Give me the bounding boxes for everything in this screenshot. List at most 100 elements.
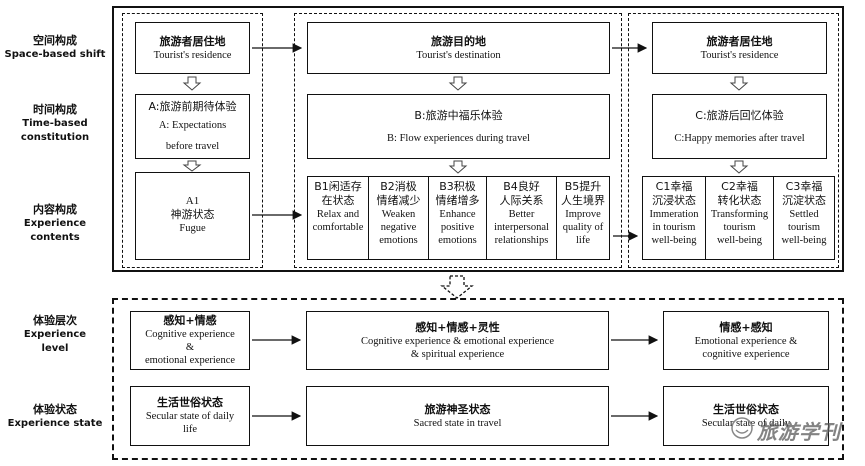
- down-arrow-icon: [448, 160, 468, 174]
- c3-en2: tourism: [787, 222, 821, 233]
- state-a-zh: 生活世俗状态: [157, 396, 223, 409]
- level-a-en2: &: [185, 342, 195, 353]
- phase-b-time-en: B: Flow experiences during travel: [387, 132, 530, 144]
- phase-b-time-zh: B:旅游中福乐体验: [414, 108, 503, 122]
- phase-b-time-box: B:旅游中福乐体验 B: Flow experiences during tra…: [307, 94, 610, 159]
- b5-zh2: 人生境界: [561, 194, 605, 207]
- row-label-level-en: Experience level: [23, 329, 87, 354]
- phase-b-space-box: 旅游目的地 Tourist's destination: [307, 22, 610, 74]
- state-box-a: 生活世俗状态 Secular state of daily life: [130, 386, 250, 446]
- phase-c-time-box: C:旅游后回忆体验 C:Happy memories after travel: [652, 94, 827, 159]
- row-label-state-zh: 体验状态: [33, 403, 77, 416]
- row-label-space-zh: 空间构成: [33, 34, 77, 47]
- level-box-b: 感知+情感+灵性 Cognitive experience & emotiona…: [306, 311, 609, 370]
- b2-en2: negative: [380, 222, 417, 233]
- level-a-en3: emotional experience: [144, 355, 236, 366]
- c1-zh2: 沉浸状态: [652, 194, 696, 207]
- b3-en3: emotions: [438, 235, 477, 246]
- c1-zh1: C1幸福: [655, 180, 693, 193]
- phase-b-content-cell: B4良好 人际关系 Better interpersonal relations…: [487, 177, 557, 259]
- c3-en1: Settled: [789, 209, 819, 220]
- row-label-state-en: Experience state: [7, 418, 103, 429]
- phase-a-time-en2: before travel: [165, 141, 220, 152]
- b4-en3: relationships: [494, 235, 549, 246]
- phase-a-content-box: A1 神游状态 Fugue: [135, 172, 250, 260]
- c2-en2: tourism: [723, 222, 756, 233]
- down-arrow-icon: [182, 160, 202, 172]
- phase-a-space-zh: 旅游者居住地: [159, 34, 226, 48]
- level-c-zh: 情感+感知: [719, 320, 773, 334]
- phase-a-time-box: A:旅游前期待体验 A: Expectations before travel: [135, 94, 250, 159]
- state-c-zh: 生活世俗状态: [713, 402, 779, 416]
- b1-zh2: 在状态: [321, 194, 355, 207]
- c1-en1: Immeration: [649, 209, 699, 220]
- phase-c-content-cell: C1幸福 沉浸状态 Immeration in tourism well-bei…: [643, 177, 706, 259]
- level-box-c: 情感+感知 Emotional experience & cognitive e…: [663, 311, 829, 370]
- level-a-en1: Cognitive experience: [145, 329, 235, 340]
- row-label-space: 空间构成 Space-based shift: [0, 34, 110, 62]
- b3-zh1: B3积极: [439, 180, 476, 193]
- b1-en2: comfortable: [312, 222, 364, 233]
- down-arrow-icon: [182, 76, 202, 91]
- level-b-en1: Cognitive experience & emotional experie…: [360, 335, 554, 347]
- phase-c-time-zh: C:旅游后回忆体验: [695, 108, 784, 122]
- row-label-level-zh: 体验层次: [33, 314, 77, 327]
- phase-b-content-row: B1闲适存 在状态 Relax and comfortable B2消极 情绪减…: [307, 176, 610, 260]
- watermark-text: 旅游学刊: [757, 420, 841, 444]
- phase-c-dashed-frame: [628, 13, 839, 268]
- b2-en3: emotions: [379, 235, 418, 246]
- phase-c-space-en: Tourist's residence: [700, 49, 779, 61]
- level-c-en2: cognitive experience: [702, 348, 790, 360]
- phase-b-dashed-frame: [294, 13, 622, 268]
- phase-a-time-zh: A:旅游前期待体验: [148, 100, 237, 113]
- level-b-en2: & spiritual experience: [410, 348, 505, 360]
- c3-zh1: C3幸福: [785, 180, 823, 193]
- phase-c-space-zh: 旅游者居住地: [706, 34, 773, 48]
- state-a-en2: life: [183, 424, 197, 435]
- upper-outer-frame: [112, 6, 844, 272]
- phase-b-content-cell: B1闲适存 在状态 Relax and comfortable: [308, 177, 369, 259]
- phase-c-content-row: C1幸福 沉浸状态 Immeration in tourism well-bei…: [642, 176, 835, 260]
- phase-b-content-cell: B3积极 情绪增多 Enhance positive emotions: [429, 177, 487, 259]
- lower-dashed-frame: [112, 298, 844, 460]
- row-label-time-en: Time-based constitution: [20, 118, 90, 143]
- c1-en3: well-being: [651, 235, 697, 246]
- row-label-space-en: Space-based shift: [4, 49, 106, 60]
- b4-en1: Better: [508, 209, 535, 220]
- down-arrow-icon: [448, 76, 468, 91]
- b2-zh2: 情绪减少: [376, 194, 421, 207]
- b3-zh2: 情绪增多: [435, 194, 480, 207]
- state-box-c: 生活世俗状态 Secular state of daily: [663, 386, 829, 446]
- phase-a-space-box: 旅游者居住地 Tourist's residence: [135, 22, 250, 74]
- b4-zh2: 人际关系: [499, 194, 544, 207]
- c2-en3: well-being: [717, 235, 762, 246]
- b1-en1: Relax and: [316, 209, 360, 220]
- phase-c-content-cell: C2幸福 转化状态 Transforming tourism well-bein…: [706, 177, 774, 259]
- phase-b-content-cell: B2消极 情绪减少 Weaken negative emotions: [369, 177, 429, 259]
- b2-zh1: B2消极: [380, 180, 417, 193]
- row-label-content-en: Experience contents: [23, 218, 87, 243]
- level-b-zh: 感知+情感+灵性: [415, 320, 500, 334]
- phase-a-content-id: A1: [185, 195, 200, 207]
- b5-en3: life: [576, 235, 590, 246]
- row-label-content: 内容构成 Experience contents: [0, 203, 110, 245]
- down-arrow-icon: [729, 160, 749, 174]
- c3-zh2: 沉淀状态: [782, 194, 826, 207]
- c2-zh1: C2幸福: [721, 180, 758, 193]
- down-arrow-icon: [729, 76, 749, 91]
- state-b-zh: 旅游神圣状态: [424, 402, 491, 416]
- level-box-a: 感知+情感 Cognitive experience & emotional e…: [130, 311, 250, 370]
- watermark-logo-icon: [731, 417, 753, 439]
- b5-en2: quality of: [562, 222, 604, 233]
- state-c-en1: Secular state of daily: [701, 417, 791, 429]
- phase-a-content-en: Fugue: [179, 223, 206, 234]
- dashed-down-arrow-icon: [440, 275, 474, 299]
- b1-zh1: B1闲适存: [314, 180, 362, 193]
- phase-b-space-zh: 旅游目的地: [431, 34, 486, 48]
- level-c-en1: Emotional experience &: [694, 335, 798, 347]
- phase-a-dashed-frame: [122, 13, 263, 268]
- row-label-state: 体验状态 Experience state: [0, 403, 110, 431]
- phase-c-content-cell: C3幸福 沉淀状态 Settled tourism well-being: [774, 177, 834, 259]
- row-label-level: 体验层次 Experience level: [0, 314, 110, 356]
